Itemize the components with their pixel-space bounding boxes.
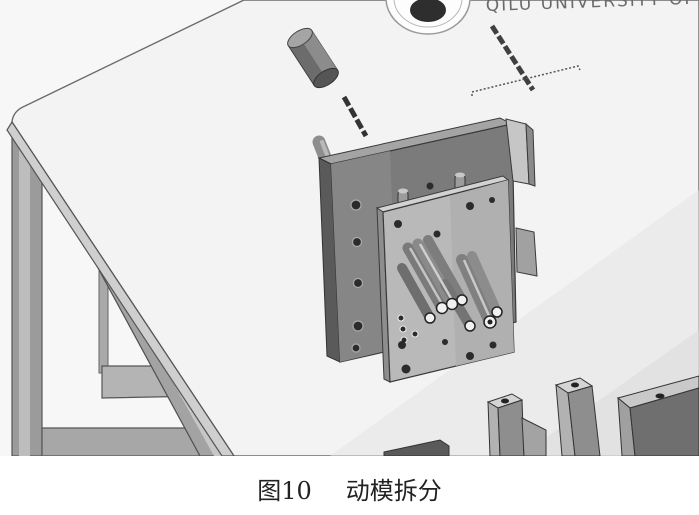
logo-inner-ring [393,0,463,28]
bolt-hole [351,343,361,353]
table-top-front-edge [6,120,235,456]
ejector-pin-highlight [408,247,444,305]
screw-hole [394,220,402,228]
block-front-face [497,399,525,456]
block-hole [571,382,579,388]
screw-hole [397,314,405,322]
logo-center-emblem [410,0,446,22]
block-side-face [617,396,636,456]
screw-hole [401,364,411,374]
ejector-pin [456,254,496,328]
support-block-c [616,375,699,456]
table-crossbar-lower [41,427,215,456]
bolt-hole [350,199,362,211]
return-pin-end [398,188,408,194]
block-extension [521,417,547,456]
thin-plate-edge [471,65,581,96]
bolt-hole [352,320,364,332]
ejector-pin-highlight [418,243,454,301]
figure-caption: 图10 动模拆分 [0,474,699,508]
bolt-hole [351,236,363,248]
ejector-pin-tip [491,306,503,318]
side-block-middle [515,227,538,277]
support-block-b [554,377,601,456]
side-block-top-edge [525,122,536,187]
screw-hole [399,325,407,333]
block-front-face [629,387,699,456]
moving-mold-assembly [312,117,538,383]
ejector-pins [397,235,503,332]
screw-hole [489,341,497,349]
screw-hole [442,339,448,345]
return-pin-end [455,172,465,178]
ejector-pin [397,263,435,323]
bolt-hole [426,182,434,190]
loose-cylinder [287,27,339,89]
back-plate-holes [350,182,434,353]
screw-hole [411,330,419,338]
ejector-pin-tip [456,294,468,306]
block-hole [655,393,665,399]
screw-hole [433,230,441,238]
ejector-pin [467,251,502,317]
ejector-pin-tip [424,312,436,324]
table-leg-highlight [19,128,30,456]
ejector-pin [402,242,448,314]
screw-hole [466,352,474,360]
block-side-face [487,401,501,456]
long-rod [489,24,536,92]
ejector-plate-holes [394,197,497,374]
screw-hole [398,341,406,349]
cylinder-body-highlight [300,30,338,78]
dowel-pin [341,95,369,138]
figure-label: 图10 [257,477,312,505]
mold-split-render: QILU UNIVERSITY OF TE [6,0,699,456]
block-hole [501,398,509,404]
ejector-pin [423,235,467,305]
bottom-plate-sliver [383,439,450,456]
ejector-pin-tip-center [487,319,493,325]
screw-hole [466,202,474,210]
screw-hole [489,197,495,203]
cylinder-top-end [287,27,313,49]
block-side-face [555,384,576,456]
support-block-a [486,393,547,456]
ejector-pin-highlight [462,259,492,319]
ejector-pin-tip [445,297,459,311]
bolt-hole [352,277,364,289]
block-front-face [567,385,601,456]
ejector-pin-tip [464,320,476,332]
table-top-shading [330,190,699,456]
cylinder-bottom-end [313,67,339,89]
figure-title: 动模拆分 [345,477,442,505]
